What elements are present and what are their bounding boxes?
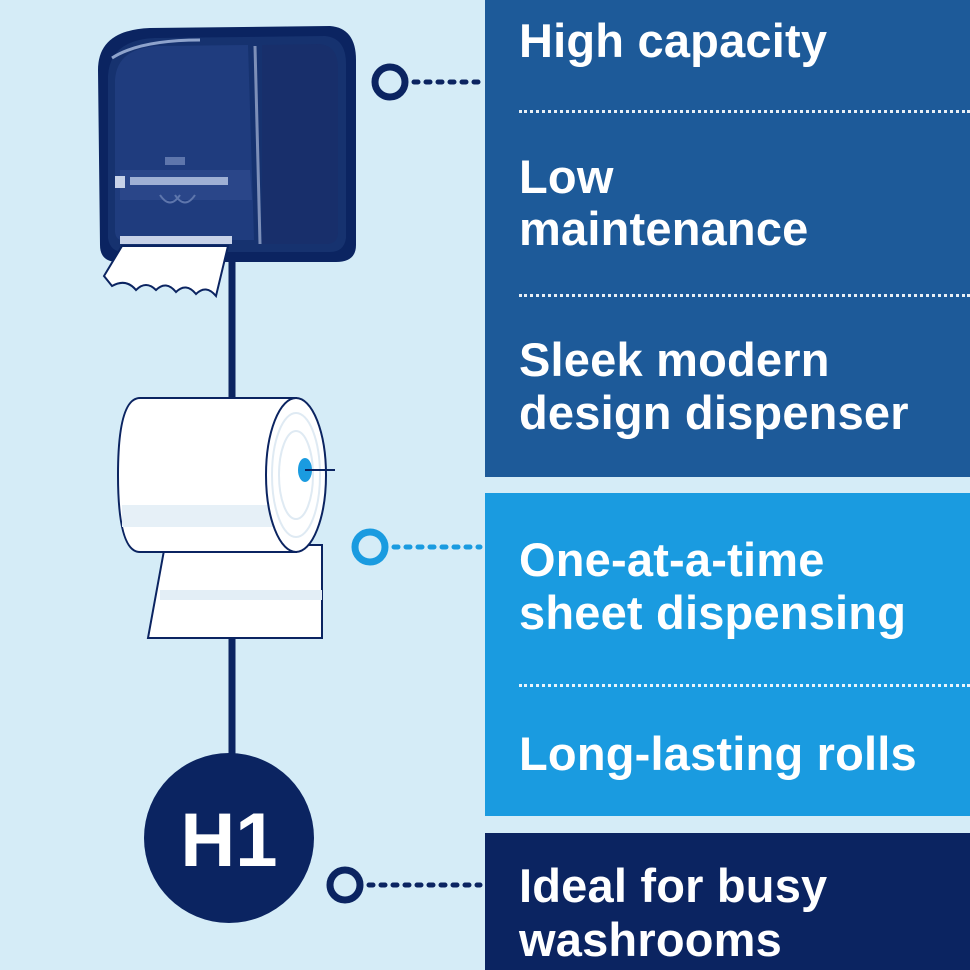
feature-ideal-line2: washrooms	[519, 913, 782, 966]
feature-one-at-a-time-line2: sheet dispensing	[519, 586, 907, 639]
connector-dot-3	[326, 866, 483, 904]
h1-badge	[144, 753, 314, 923]
feature-low-maintenance-line1: Low	[519, 150, 614, 203]
connector-dot-2	[351, 528, 483, 566]
feature-sleek-line2: design dispenser	[519, 386, 909, 439]
feature-separator	[519, 110, 970, 113]
feature-ideal-line1: Ideal for busy	[519, 859, 828, 912]
dispenser-illustration	[98, 26, 356, 262]
feature-high-capacity: High capacity	[519, 14, 828, 67]
feature-panel-light: One-at-a-time sheet dispensing Long-last…	[485, 493, 970, 816]
feature-long-lasting: Long-lasting rolls	[519, 727, 917, 780]
feature-panel-navy: Ideal for busy washrooms	[485, 833, 970, 970]
connector-dot-1	[371, 63, 483, 101]
paper-roll-illustration	[116, 397, 335, 639]
feature-low-maintenance-line2: maintenance	[519, 202, 809, 255]
h1-badge-label: H1	[180, 798, 277, 883]
feature-separator	[519, 294, 970, 297]
feature-one-at-a-time-line1: One-at-a-time	[519, 533, 825, 586]
feature-separator	[519, 684, 970, 687]
towel-sheet	[102, 245, 230, 299]
feature-sleek-line1: Sleek modern	[519, 333, 830, 386]
feature-panel-dark: High capacity Low maintenance Sleek mode…	[485, 0, 970, 477]
